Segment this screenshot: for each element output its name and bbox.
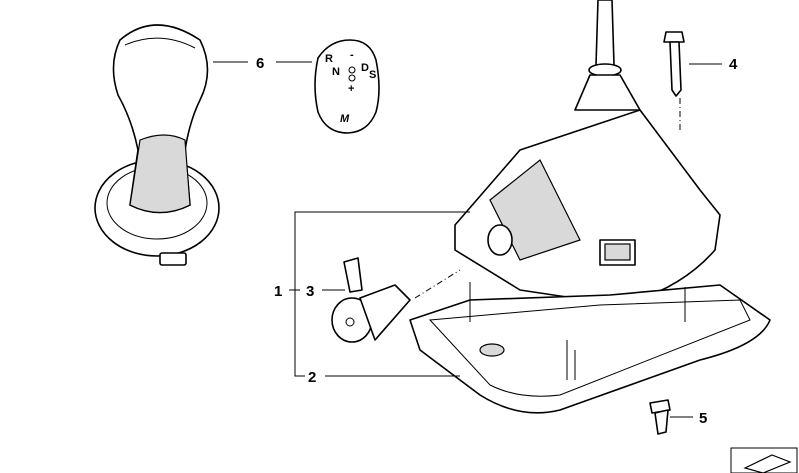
knob-shift-pattern: R N - D S + M <box>314 39 380 134</box>
base-plate <box>409 282 771 414</box>
shift-label-s: S <box>369 69 376 81</box>
callout-5: 5 <box>699 410 707 427</box>
callout-2: 2 <box>308 369 316 386</box>
bolt <box>663 31 685 97</box>
callout-1: 1 <box>274 283 282 300</box>
leader-lines <box>213 61 722 418</box>
callout-3: 3 <box>306 283 314 300</box>
callout-6: 6 <box>256 55 264 72</box>
shift-label-n: N <box>332 66 340 78</box>
shift-label-r: R <box>325 53 333 65</box>
m-logo: M <box>340 113 350 125</box>
shift-label-minus: - <box>350 49 354 61</box>
shift-label-d: D <box>361 62 369 74</box>
callout-4: 4 <box>729 56 738 73</box>
sensor-unit <box>331 257 411 343</box>
gear-selector-housing <box>454 0 721 306</box>
gear-knob <box>94 24 220 266</box>
shift-label-plus: + <box>348 83 354 95</box>
clip-nut <box>649 399 671 435</box>
diagram-reference-icon <box>730 447 798 473</box>
